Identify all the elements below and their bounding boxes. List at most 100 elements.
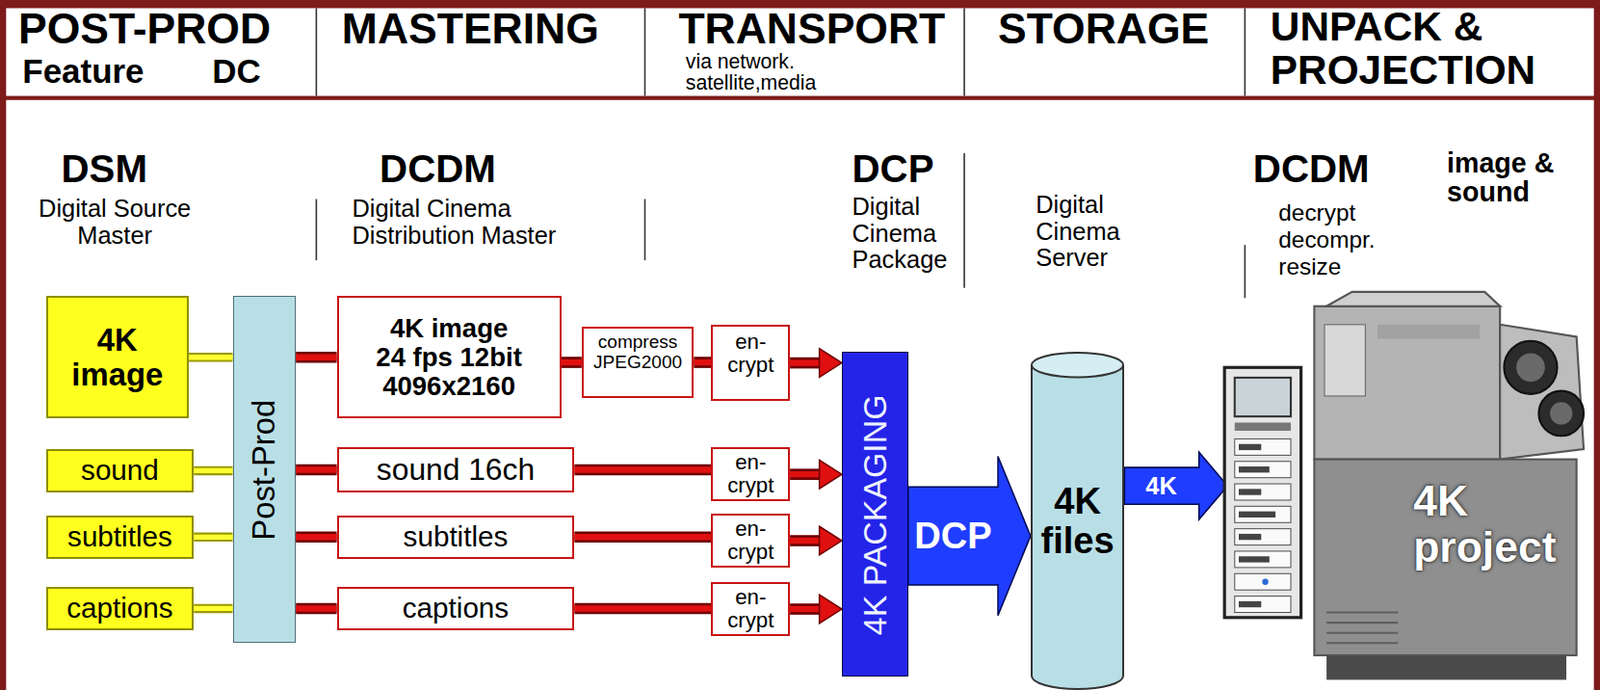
label-box: via network. satellite,media: [685, 51, 829, 94]
stage-acronym: DCP: [852, 148, 935, 190]
stage-acronym: DSM: [61, 148, 148, 190]
label-box: TRANSPORT: [678, 5, 945, 53]
label-box: DCDM: [379, 148, 497, 190]
column-subheader: Feature: [22, 52, 144, 90]
column-header: STORAGE: [997, 5, 1209, 53]
label-box: Feature: [22, 52, 144, 90]
label-box: Digital Source Master: [25, 195, 204, 249]
column-divider: [315, 199, 318, 262]
node-text: captions: [66, 592, 173, 624]
label-box: decrypt decompr. resize: [1278, 199, 1375, 281]
projector: [1324, 324, 1365, 396]
projector: [1503, 340, 1557, 394]
stage-description: Digital Source Master: [25, 195, 204, 249]
connector-line: [574, 466, 711, 473]
label-box: UNPACK & PROJECTION: [1270, 5, 1577, 92]
stage-description: Digital Cinema Package: [852, 193, 948, 273]
server-rack: [1238, 488, 1261, 495]
connector-line: [295, 604, 337, 611]
stage-note: image & sound: [1446, 148, 1562, 209]
block-arrow: [908, 456, 1031, 616]
server-rack: [1234, 505, 1291, 523]
process-box: captions: [337, 586, 576, 630]
label-box: Digital Cinema Package: [852, 193, 948, 273]
connector-line: [295, 464, 337, 476]
node-text: 4K PACKAGING: [857, 393, 893, 635]
label-box: DCDM: [1253, 148, 1370, 190]
cylinder-body: [1031, 365, 1124, 689]
column-divider: [1244, 7, 1247, 96]
frame: [1594, 0, 1600, 690]
connector-line: [574, 464, 711, 476]
source-box: 4K image: [46, 295, 189, 419]
connector-line: [188, 354, 234, 360]
connector-line: [574, 603, 711, 615]
connector-line: [193, 603, 233, 614]
connector-line: [193, 534, 233, 540]
connector: [789, 459, 842, 489]
label-box: Digital Cinema Server: [1035, 191, 1121, 271]
node-text: captions: [402, 592, 509, 624]
server-rack: [1238, 466, 1270, 473]
label-box: DC: [211, 52, 261, 90]
projector: [1313, 291, 1584, 680]
connector: [574, 607, 711, 609]
connector: [295, 356, 337, 358]
arrow-label: DCP: [914, 516, 993, 555]
connector: [908, 456, 1031, 616]
server-rack: [1234, 421, 1291, 430]
process-box: sound 16ch: [337, 446, 576, 493]
connector-line: [193, 605, 233, 611]
label-box: POST-PROD: [18, 5, 271, 53]
column-header: UNPACK & PROJECTION: [1270, 5, 1577, 92]
node-text: compress JPEG2000: [593, 332, 682, 372]
server-rack: [1238, 555, 1270, 562]
node-text: en-crypt: [712, 450, 788, 498]
connector-line: [693, 359, 711, 366]
projector: [1499, 324, 1584, 460]
server-rack: [1234, 438, 1291, 455]
source-box: captions: [46, 586, 195, 630]
connector: [295, 536, 337, 538]
arrow-head: [819, 525, 842, 555]
node-text: subtitles: [403, 521, 509, 552]
frame: [0, 96, 1600, 101]
connector-line: [789, 534, 820, 547]
server-rack: [1234, 377, 1291, 417]
node-text: 4K files: [1040, 480, 1114, 560]
connector: [789, 525, 842, 555]
server-rack: [1238, 601, 1261, 607]
connector-line: [188, 352, 234, 363]
projector: [1326, 631, 1398, 634]
stage-description: Digital Cinema Server: [1035, 191, 1121, 271]
column-divider: [644, 199, 647, 262]
connector-line: [574, 530, 711, 543]
storage-cylinder: 4K files: [1030, 351, 1125, 689]
connector-line: [295, 530, 337, 543]
column-divider: [644, 7, 647, 96]
node-text: 4K image 24 fps 12bit 4096x2160: [373, 314, 525, 400]
process-box: compress JPEG2000: [581, 326, 695, 398]
column-header: TRANSPORT: [678, 5, 945, 53]
stage-description: Digital Cinema Distribution Master: [351, 195, 577, 249]
server-rack: [1224, 367, 1301, 617]
column-divider: [315, 7, 318, 96]
column-divider: [1244, 244, 1247, 298]
connector-line: [789, 468, 820, 480]
label-box: Digital Cinema Distribution Master: [351, 195, 577, 249]
arrow-head: [819, 594, 842, 624]
projector-label: 4K project: [1413, 477, 1556, 571]
node-text: sound 16ch: [376, 452, 535, 486]
connector-line: [574, 604, 711, 611]
stage-acronym: DCDM: [1253, 148, 1370, 190]
cylinder-top: [1031, 352, 1124, 378]
arrow-label: 4K: [1145, 472, 1177, 499]
node-text: 4K image: [71, 322, 163, 392]
connector-line: [789, 537, 820, 544]
connector-line: [789, 359, 820, 366]
connector-line: [295, 466, 337, 473]
connector-line: [693, 356, 711, 368]
connector-line: [295, 533, 337, 540]
connector-line: [295, 351, 337, 364]
